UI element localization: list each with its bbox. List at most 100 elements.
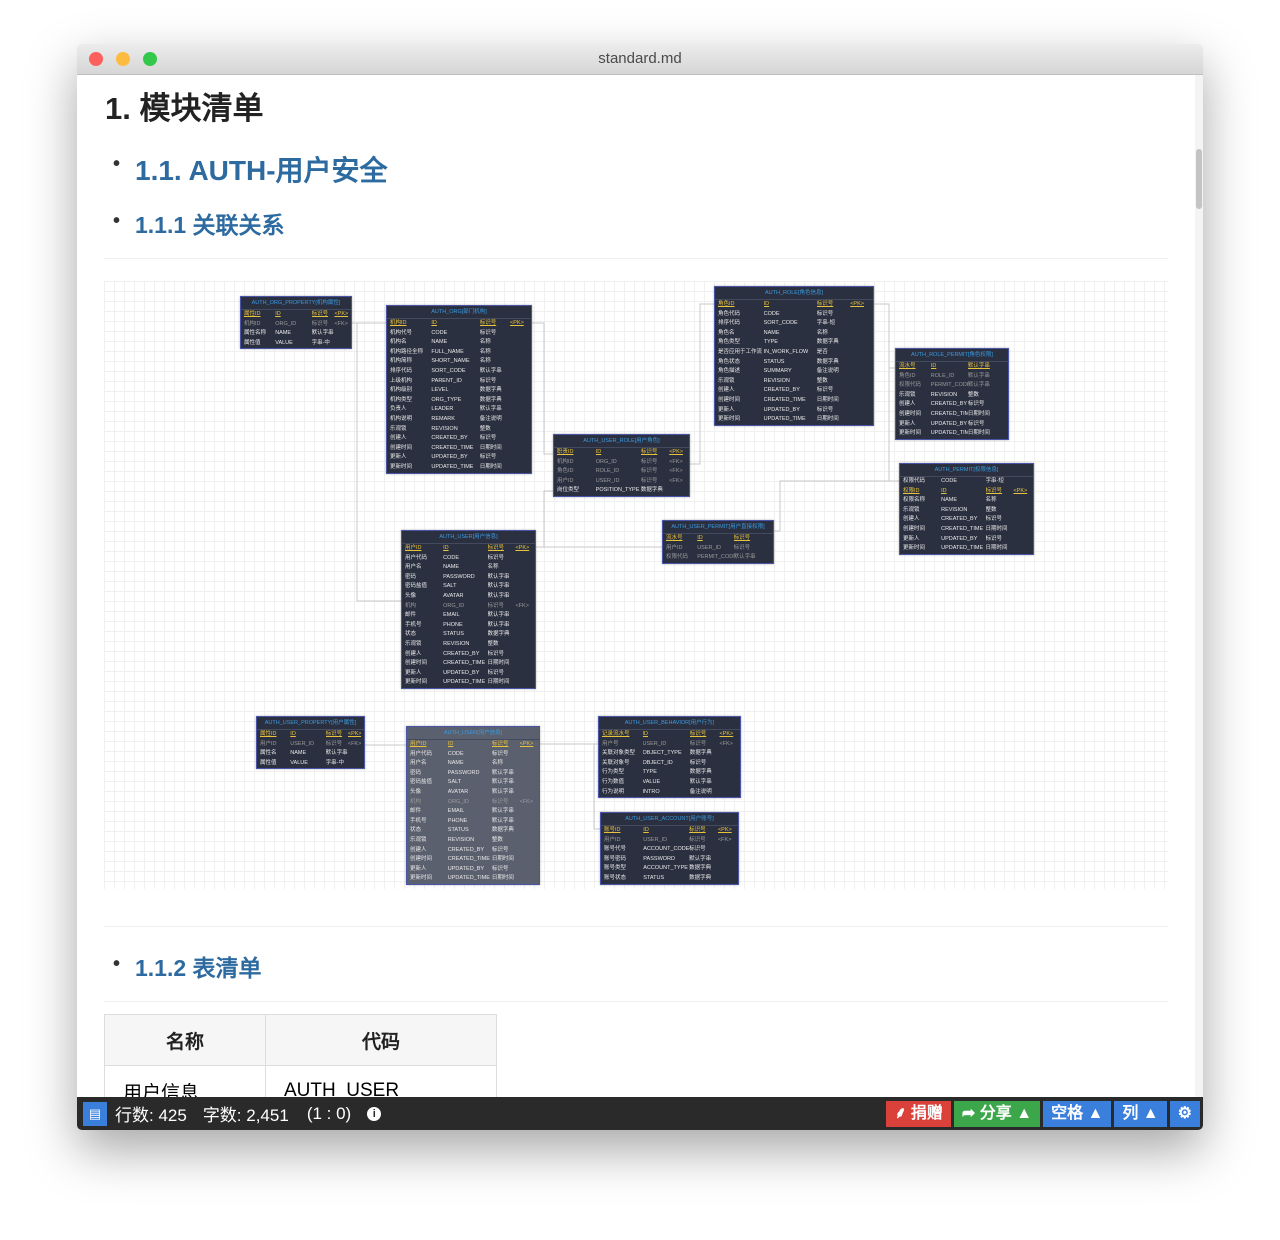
columns-button[interactable]: 列 ▲ <box>1114 1100 1167 1127</box>
field-key <box>515 611 532 621</box>
document-icon[interactable]: ▤ <box>83 1101 107 1126</box>
field-type: 是否 <box>816 348 828 355</box>
field-type: 整数 <box>479 425 491 432</box>
close-button[interactable] <box>89 52 103 66</box>
indent-button[interactable]: 空格 ▲ <box>1043 1100 1112 1127</box>
settings-gear-icon[interactable]: ⚙ <box>1169 1100 1200 1127</box>
field-type: 字串-中 <box>311 339 330 346</box>
entity-title: AUTH_USER_PERMIT[用户直接权限] <box>663 521 773 534</box>
field-label: 权限ID <box>903 487 920 494</box>
donate-label: 捐赠 <box>910 1104 943 1122</box>
field-key <box>520 778 536 788</box>
field-label: 更新时间 <box>899 430 922 437</box>
field-label: 更新人 <box>903 535 920 542</box>
field-label: 创建时间 <box>410 856 433 863</box>
field-type: 默认字串 <box>967 382 990 389</box>
field-code: CREATED_TIME <box>930 410 968 417</box>
field-key <box>756 544 770 554</box>
field-label: 头像 <box>405 592 417 599</box>
field-key <box>719 749 737 759</box>
field-code: ORG_ID <box>275 320 297 327</box>
donate-button[interactable]: ⸙ 捐赠 <box>886 1100 951 1127</box>
field-type: 日期时间 <box>491 856 514 863</box>
minimize-button[interactable] <box>116 52 130 66</box>
field-key <box>991 372 1005 382</box>
field-key <box>515 659 532 669</box>
field-label: 更新人 <box>718 406 735 413</box>
scrollbar[interactable] <box>1195 75 1203 1097</box>
field-label: 属性值 <box>244 339 261 346</box>
field-type: 默认字串 <box>487 573 510 580</box>
field-code: ID <box>642 731 649 737</box>
field-code: NAME <box>447 760 464 767</box>
share-label: 分享 ▲ <box>979 1104 1033 1122</box>
field-key <box>719 759 737 769</box>
zoom-button[interactable] <box>143 52 157 66</box>
field-key <box>510 338 528 348</box>
field-key <box>1013 506 1030 516</box>
field-code: SALT <box>447 779 462 786</box>
field-type: 标识号 <box>487 545 505 551</box>
field-key <box>334 329 348 339</box>
field-type: 名称 <box>985 497 997 504</box>
field-type: 备注说明 <box>816 368 839 375</box>
field-label: 邮件 <box>410 808 422 815</box>
field-type: 默认字串 <box>491 769 514 776</box>
field-key: <FK> <box>669 458 683 465</box>
field-type: 标识号 <box>487 669 505 676</box>
scrollbar-thumb[interactable] <box>1196 149 1202 209</box>
field-type: 名称 <box>479 339 491 346</box>
share-button[interactable]: ➦ 分享 ▲ <box>953 1100 1041 1127</box>
field-type: 标识号 <box>479 320 497 326</box>
field-type: 标识号 <box>491 798 509 805</box>
field-label: 状态 <box>405 631 417 638</box>
field-type: 标识号 <box>967 420 985 427</box>
field-label: 创建人 <box>410 846 427 853</box>
field-key: <PK> <box>515 545 530 551</box>
field-label: 机构级别 <box>390 387 413 394</box>
field-type: 标识号 <box>487 650 505 657</box>
field-type: 标识号 <box>491 741 509 747</box>
field-label: 用户ID <box>557 477 574 484</box>
col-header-name: 名称 <box>104 1014 266 1066</box>
field-key <box>1013 525 1030 535</box>
entity-title: AUTH_USER_PROPERTY[用户属性] <box>257 717 364 730</box>
cursor-position: (1 : 0) <box>306 1103 352 1123</box>
field-label: 属性值 <box>260 759 277 766</box>
field-label: 属性名 <box>260 750 277 757</box>
info-icon[interactable]: i <box>367 1106 382 1121</box>
field-key <box>991 362 1005 372</box>
field-type: 默认字串 <box>967 363 990 369</box>
